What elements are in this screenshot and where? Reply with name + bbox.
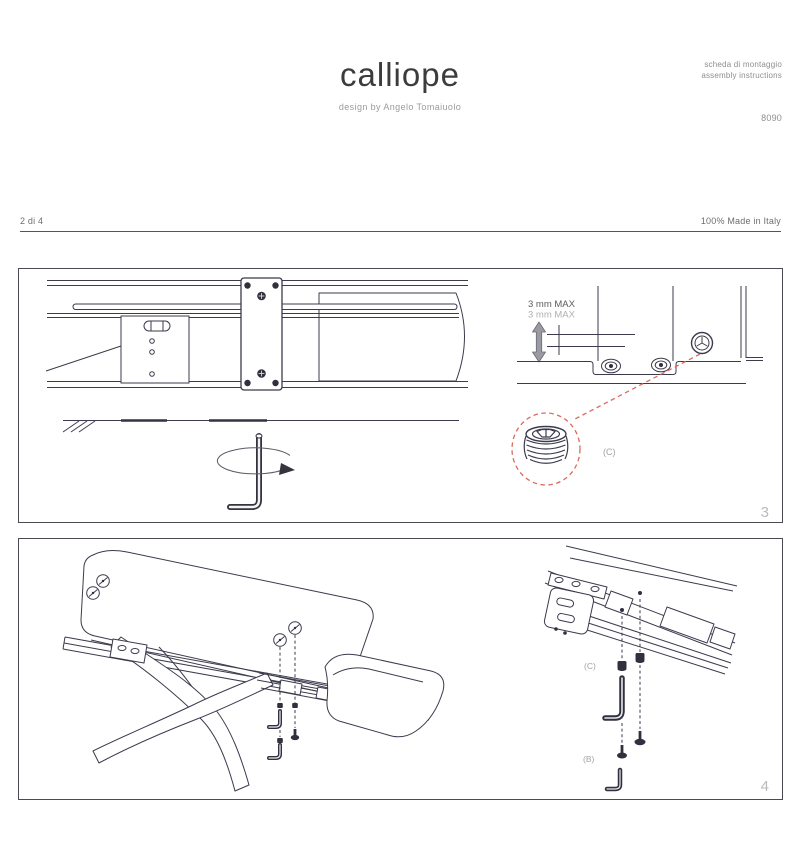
step-number: 4: [761, 778, 769, 795]
step-3-drawing: 3 mm MAX 3 mm MAX: [45, 277, 769, 521]
flange-screw-icon: [651, 357, 671, 373]
header-divider: [20, 231, 781, 232]
base-leg: [92, 672, 274, 764]
extension-mechanism-drawing: [45, 277, 468, 510]
max-gap-label-secondary: 3 mm MAX: [528, 310, 576, 321]
page-title: calliope: [340, 56, 460, 93]
step-4-drawing: (C) (B): [62, 545, 769, 795]
top-screw-icon: [288, 621, 302, 635]
table-leaf-edge: [318, 292, 465, 382]
hinge-bracket: [109, 638, 148, 664]
model-number: 8090: [761, 112, 782, 123]
screw-b-icon: [617, 745, 627, 759]
part-b-label: (B): [583, 754, 595, 764]
top-screw-icon: [273, 633, 287, 647]
threaded-insert-installed: [690, 331, 714, 355]
leaf-screw-icon: [96, 574, 110, 588]
designer-credit: design by Angelo Tomaiuolo: [338, 102, 462, 112]
gap-dimension-arrow-icon: [532, 321, 546, 363]
rotation-arrow-icon: [216, 447, 295, 475]
doc-title-italian: scheda di montaggio: [704, 60, 782, 69]
doc-title-english: assembly instructions: [701, 70, 782, 80]
small-allen-key-icon: [267, 743, 282, 760]
center-bracket: [240, 277, 283, 391]
allen-key-icon: [227, 433, 263, 510]
doc-info-block: scheda di montaggio assembly instruction…: [701, 60, 782, 124]
small-fasteners: [277, 703, 300, 743]
folded-leaf-flap: [324, 653, 445, 738]
alignment-dashed-lines: [621, 599, 641, 743]
meta-row: 2 di 4 100% Made in Italy: [20, 216, 781, 226]
alignment-dashed-lines: [279, 635, 296, 737]
max-gap-label: 3 mm MAX: [528, 299, 576, 310]
underside-detail-drawing: (C) (B): [543, 545, 738, 792]
flange-screw-icon: [601, 358, 621, 374]
screw-icon: [634, 731, 646, 746]
allen-key-icon: [602, 675, 625, 721]
red-callout-leader: [574, 353, 701, 420]
gap-adjustment-detail: 3 mm MAX 3 mm MAX: [511, 286, 763, 486]
table-isometric-drawing: [62, 550, 445, 792]
assembly-step-4-panel: (C) (B): [18, 538, 783, 800]
leaf-screw-icon: [86, 586, 100, 600]
part-c-label: (C): [584, 661, 596, 671]
side-plate: [120, 315, 190, 384]
red-dashed-callout-circle: [511, 412, 581, 486]
assembly-step-3-panel: 3 mm MAX 3 mm MAX: [18, 268, 783, 523]
page-indicator: 2 di 4: [20, 216, 44, 226]
insert-nut-icon: [617, 653, 645, 671]
small-allen-key-icon: [604, 767, 623, 792]
step-number: 3: [761, 504, 769, 521]
section-edge-line: [62, 419, 459, 433]
small-allen-key-icon: [267, 709, 282, 729]
threaded-insert-detail-icon: [523, 425, 569, 464]
made-in-label: 100% Made in Italy: [700, 216, 781, 226]
slotted-bracket: [543, 587, 595, 635]
part-c-label: (C): [603, 447, 616, 457]
